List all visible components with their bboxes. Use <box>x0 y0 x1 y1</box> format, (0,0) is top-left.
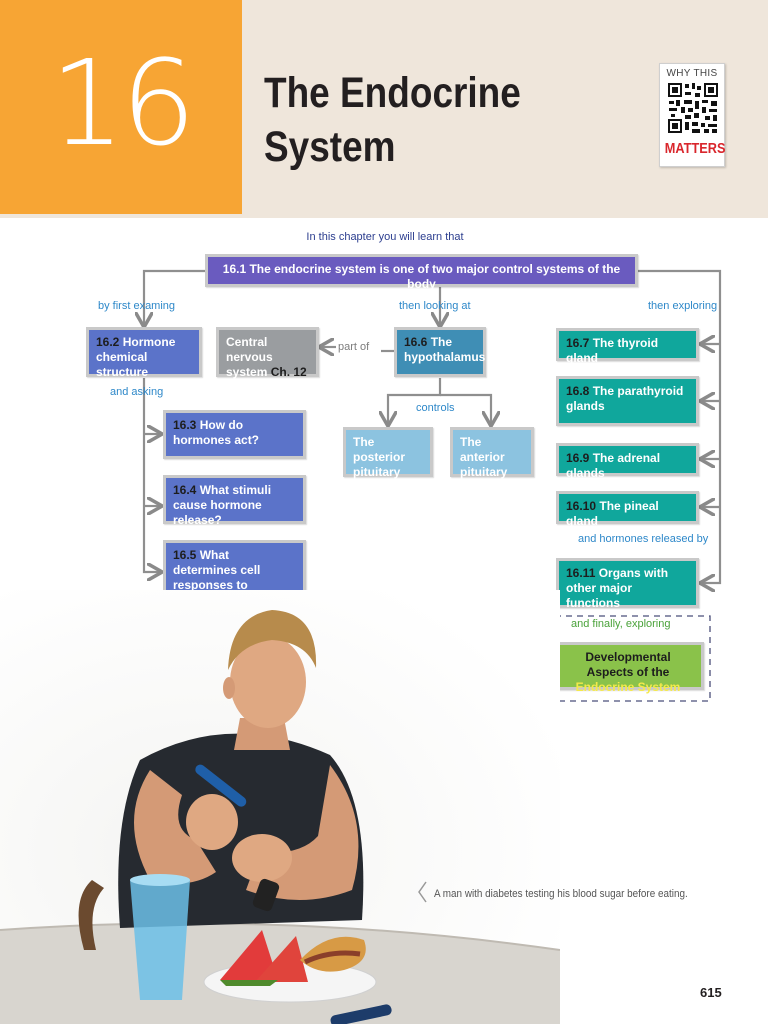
concept-cns: Central nervous system Ch. 12 <box>216 327 319 379</box>
concept-text: Hormone chemical structure <box>96 335 176 379</box>
concept-main-num: 16.1 <box>222 262 247 276</box>
chapter-number: 16 <box>49 34 196 172</box>
concept-question-1: 16.3 How do hormones act? <box>163 410 306 459</box>
concept-gland-4: 16.10 The pineal gland <box>556 491 699 528</box>
qr-badge-top-text: WHY THIS <box>666 68 718 79</box>
connector-hormones-released-by: and hormones released by <box>578 533 709 545</box>
chapter-title-line1: The Endocrine <box>264 69 521 117</box>
concept-hormone-structure: 16.2 Hormone chemical structure <box>86 327 202 379</box>
concept-highlight: Endocrine System <box>575 680 681 694</box>
concept-num: 16.3 <box>173 418 197 432</box>
concept-main: 16.1 The endocrine system is one of two … <box>205 254 638 291</box>
concept-num: 16.11 <box>566 566 596 580</box>
qr-badge-bottom-text: MATTERS <box>664 140 726 157</box>
connector-then-exploring: then exploring <box>648 300 718 312</box>
connector-by-first: by first examing <box>98 300 176 312</box>
diabetes-photo <box>0 590 560 1024</box>
connector-and-asking: and asking <box>110 386 164 398</box>
concept-posterior-pituitary: The posterior pituitary <box>343 427 433 479</box>
concept-map-intro: In this chapter you will learn that <box>306 231 464 243</box>
concept-main-text: The endocrine system is one of two major… <box>249 262 621 291</box>
concept-num: 16.2 <box>96 335 120 349</box>
concept-map-connectors <box>0 269 722 702</box>
concept-text: Central nervous system <box>226 335 273 379</box>
concept-text: The pineal gland <box>566 499 659 528</box>
connector-controls: controls <box>416 402 455 414</box>
qr-code-icon <box>667 82 719 134</box>
concept-gland-3: 16.9 The adrenal glands <box>556 443 699 480</box>
concept-num: 16.10 <box>566 499 597 513</box>
caption-pointer-icon <box>418 881 427 903</box>
connector-part-of: part of <box>338 341 370 353</box>
concept-gland-5: 16.11 Organs with other major functions <box>556 558 699 610</box>
concept-text: Organs with other major functions <box>566 566 669 610</box>
chapter-title: The Endocrine System <box>264 66 574 174</box>
concept-hypothalamus: 16.6 The hypothalamus <box>394 327 486 377</box>
connector-finally: and finally, exploring <box>571 618 671 630</box>
concept-text: The hypothalamus <box>404 335 486 364</box>
concept-text: The parathyroid glands <box>566 384 684 413</box>
concept-text: The adrenal glands <box>566 451 661 480</box>
concept-anterior-pituitary: The anterior pituitary <box>450 427 534 479</box>
photo-caption: A man with diabetes testing his blood su… <box>434 888 688 900</box>
concept-num: 16.9 <box>566 451 590 465</box>
concept-num: 16.7 <box>566 336 590 350</box>
connector-then-looking: then looking at <box>399 300 471 312</box>
concept-question-2: 16.4 What stimuli cause hormone release? <box>163 475 306 527</box>
page-number: 615 <box>700 985 722 1000</box>
concept-text: How do hormones act? <box>173 418 260 447</box>
concept-developmental: Developmental Aspects of the Endocrine S… <box>552 642 704 694</box>
concept-text: What stimuli cause hormone release? <box>173 483 272 527</box>
concept-num: 16.5 <box>173 548 197 562</box>
concept-num: 16.4 <box>173 483 197 497</box>
why-this-matters-badge[interactable]: WHY THIS MATTERS <box>659 63 725 167</box>
concept-text: The thyroid gland <box>566 336 659 365</box>
chapter-number-block: 16 <box>0 0 242 214</box>
concept-gland-2: 16.8 The parathyroid glands <box>556 376 699 426</box>
concept-num: 16.8 <box>566 384 590 398</box>
concept-ref: Ch. 12 <box>270 365 307 379</box>
concept-gland-1: 16.7 The thyroid gland <box>556 328 699 365</box>
concept-num: 16.6 <box>404 335 428 349</box>
concept-text: Developmental Aspects of the <box>585 650 671 679</box>
chapter-title-line2: System <box>264 123 396 171</box>
